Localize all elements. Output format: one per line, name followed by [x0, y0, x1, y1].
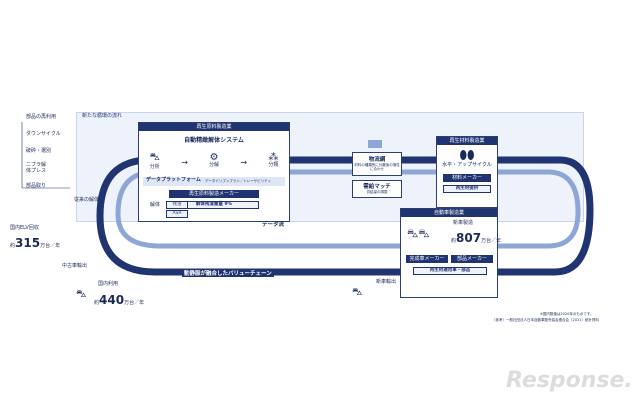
logistics-box: 物流網 材料の種類別に分離後の適性に合わせ — [352, 152, 402, 176]
new-car-stat: 約807万台／年 — [451, 231, 502, 245]
new-export-label: 新車輸出 — [376, 279, 397, 285]
note: （参考）一般社団法人日本自動車販売協会連合会（2021）統計資料 — [492, 318, 599, 322]
left-flow-item: ダウンサイクル — [26, 130, 61, 137]
used-export-label: 中古車輸出 — [62, 263, 88, 269]
left-flow-item: 部品取り — [26, 182, 47, 189]
left-flow-item: ニブラ解体プレス — [26, 162, 47, 174]
recycle-panel: 再生原料製造業 自動精緻解体システム ⛍ 分析 → ⚙ 分解 → ⁂ 分類 デー… — [138, 122, 290, 222]
auto-panel-header: 自動車製造業 — [401, 209, 497, 217]
small-label: 解体 — [150, 202, 161, 208]
step-disassemble: ⚙ 分解 — [209, 152, 220, 168]
matching-box: 需給マッチ 供給量の調整 — [352, 180, 402, 198]
system-title: 自動精緻解体システム — [184, 137, 244, 144]
recycle-panel-header: 再生原料製造業 — [139, 123, 289, 131]
inner-loop — [115, 169, 581, 249]
material-panel: 再生材料製造業 ⬮⬮ 水平・アップサイクル 材料メーカー 再生材提供 — [436, 136, 498, 208]
truck-icon — [368, 140, 382, 148]
car-icon: ⛍ — [76, 289, 87, 300]
domestic-stat: 約440万台／年 — [94, 293, 145, 307]
robot-arm-icon: ⚙ — [209, 152, 219, 163]
arrow-right-icon: → — [240, 158, 248, 167]
step-sort: ⁂ 分類 — [268, 152, 279, 168]
sorting-icon: ⁂ — [268, 152, 279, 163]
note: ※国内数値は2020年のものです。 — [540, 312, 594, 316]
step-row: ⛍ 分析 → ⚙ 分解 → ⁂ 分類 — [139, 152, 289, 171]
car-icon: ⛍ — [352, 287, 363, 298]
elv-stat: 約315万台／年 — [10, 236, 61, 250]
disposal-label: 従来の解体 — [74, 197, 100, 203]
material-maker-button: 材料メーカー — [443, 173, 491, 182]
platform-label: データプラットフォーム — [146, 177, 201, 184]
data-flow-label: データ流 — [262, 222, 285, 228]
step-analyze: ⛍ 分析 — [149, 152, 160, 170]
left-arrow-line — [21, 122, 70, 189]
arrow-right-icon: → — [181, 158, 188, 167]
watermark: Response. — [506, 368, 633, 393]
left-flow-item: 破砕・選別 — [26, 147, 52, 154]
auto-panel: 自動車製造業 ⛍⛍ 新車製造 約807万台／年 完成車メーカー 部品メーカー 再… — [400, 208, 502, 298]
material-supply-button: 再生材提供 — [443, 184, 491, 193]
material-panel-header: 再生材料製造業 — [437, 137, 497, 145]
car-outline-icon: ⛍ — [149, 152, 160, 163]
domestic-label: 国内利用 — [98, 281, 119, 287]
left-flow: 部品の再利用 ダウンサイクル 破砕・選別 ニブラ解体プレス 部品取り — [26, 114, 61, 190]
recycle-maker-button: 再生原料製造メーカー — [169, 189, 259, 198]
platform-bar: データプラットフォーム データドリブンプラン／トレーサビリティ — [143, 176, 285, 186]
platform-sub: データドリブンプラン／トレーサビリティ — [204, 179, 271, 184]
outer-loop — [96, 156, 594, 276]
oem-button: 完成車メーカー — [406, 255, 448, 263]
recycled-car-button: 再生材適用車・部品 — [413, 267, 487, 275]
material-pellets-icon: ⬮⬮ — [459, 148, 475, 162]
elv-label: 国内ELV回収 — [10, 225, 39, 231]
small-label: ASR — [166, 210, 188, 218]
flow-label: 新たな循環の流れ — [82, 113, 123, 119]
parts-maker-button: 部品メーカー — [451, 255, 493, 263]
cars-icon: ⛍⛍ — [407, 227, 430, 240]
left-flow-item: 部品の再利用 — [26, 114, 57, 120]
value-chain-label: 動静脈が融合したバリューチェーン — [182, 269, 274, 277]
small-label: 残渣 — [166, 201, 188, 209]
